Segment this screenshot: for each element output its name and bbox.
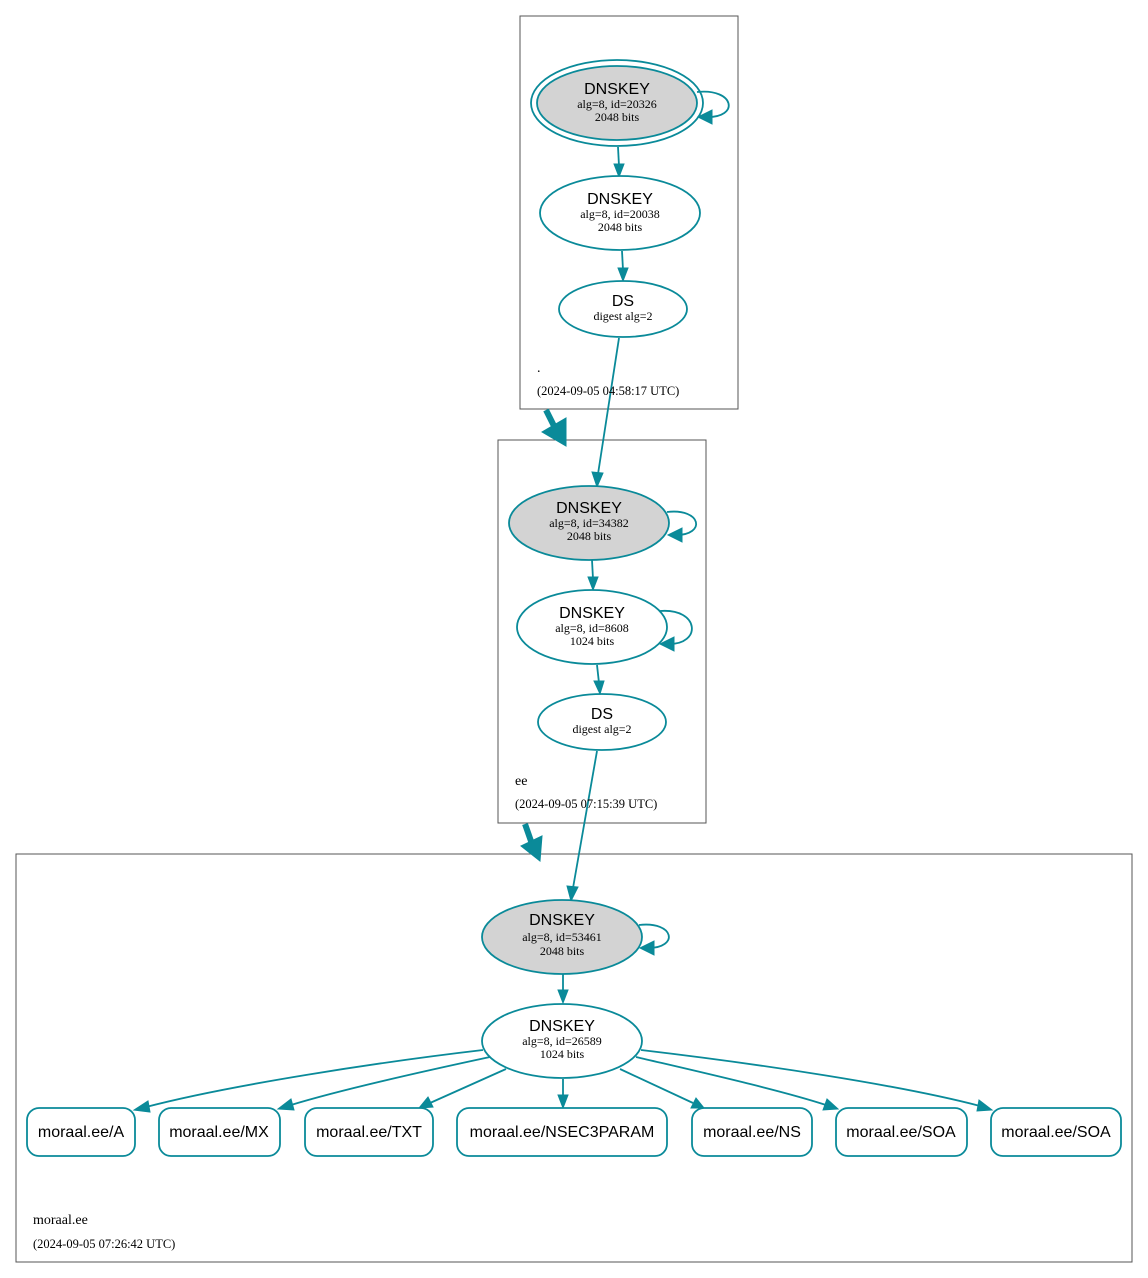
zone-label-moraal: moraal.ee bbox=[33, 1213, 88, 1228]
rrset-label: moraal.ee/NSEC3PARAM bbox=[470, 1124, 655, 1141]
node-root-ksk-line2: 2048 bits bbox=[595, 110, 640, 124]
edge-zsk-to-rr-soa-1 bbox=[635, 1056, 840, 1111]
edge-root-ds-to-ee-ksk bbox=[591, 337, 620, 489]
delegation-arrow-root-to-ee bbox=[541, 408, 567, 447]
node-ee-ds-line1: digest alg=2 bbox=[572, 722, 631, 736]
zone-box-ee bbox=[497, 439, 707, 824]
delegation-arrow-ee-to-moraal bbox=[520, 823, 543, 862]
node-root-ds-line1: digest alg=2 bbox=[593, 309, 652, 323]
node-moraal-zsk-line1: alg=8, id=26589 bbox=[522, 1034, 602, 1048]
node-moraal-zsk-type: DNSKEY bbox=[529, 1018, 595, 1035]
edge-ee-ds-to-moraal-ksk bbox=[566, 750, 598, 903]
rrset-moraal-nsec3param: moraal.ee/NSEC3PARAM bbox=[456, 1107, 668, 1157]
edge-ee-zsk-to-ds bbox=[593, 664, 605, 696]
node-root-ds-shape bbox=[558, 280, 688, 338]
node-ee-zsk-shape bbox=[516, 589, 668, 665]
rrset-label: moraal.ee/SOA bbox=[1001, 1124, 1111, 1141]
edge-ee-ksk-self bbox=[666, 510, 697, 543]
node-ee-ds-shape bbox=[537, 693, 667, 751]
edge-moraal-ksk-self bbox=[638, 923, 670, 956]
node-root-ds: DS digest alg=2 bbox=[558, 280, 688, 338]
edge-moraal-ksk-to-zsk bbox=[557, 974, 569, 1005]
node-moraal-zsk-line2: 1024 bits bbox=[540, 1047, 585, 1061]
rrset-label: moraal.ee/TXT bbox=[316, 1124, 422, 1141]
zone-box-moraal bbox=[15, 853, 1133, 1263]
node-moraal-ksk-line2: 2048 bits bbox=[540, 944, 585, 958]
node-root-ksk-line1: alg=8, id=20326 bbox=[577, 97, 657, 111]
node-ee-ksk-line2: 2048 bits bbox=[567, 529, 612, 543]
node-root-zsk-line2: 2048 bits bbox=[598, 220, 643, 234]
rrset-label: moraal.ee/MX bbox=[169, 1124, 269, 1141]
edge-zsk-to-rr-txt bbox=[417, 1068, 507, 1109]
zone-timestamp-moraal: (2024-09-05 07:26:42 UTC) bbox=[33, 1237, 175, 1251]
node-ee-ksk-shape bbox=[508, 485, 670, 561]
rrset-moraal-txt: moraal.ee/TXT bbox=[304, 1107, 434, 1157]
edge-root-ksk-self bbox=[696, 90, 730, 125]
rrset-moraal-ns: moraal.ee/NS bbox=[691, 1107, 813, 1157]
zone-label-root: . bbox=[537, 361, 541, 376]
node-ee-zsk-line2: 1024 bits bbox=[570, 634, 615, 648]
rrset-moraal-soa-1: moraal.ee/SOA bbox=[835, 1107, 968, 1157]
node-moraal-zsk: DNSKEY alg=8, id=26589 1024 bits bbox=[481, 1003, 643, 1079]
node-ee-zsk-line1: alg=8, id=8608 bbox=[555, 621, 629, 635]
node-ee-zsk: DNSKEY alg=8, id=8608 1024 bits bbox=[516, 589, 668, 665]
rrset-moraal-soa-2: moraal.ee/SOA bbox=[990, 1107, 1122, 1157]
rrset-moraal-mx: moraal.ee/MX bbox=[158, 1107, 281, 1157]
node-moraal-ksk-type: DNSKEY bbox=[529, 912, 595, 929]
node-root-ksk: DNSKEY alg=8, id=20326 2048 bits bbox=[530, 59, 704, 147]
edge-ee-ksk-to-zsk bbox=[587, 559, 599, 592]
zone-label-ee: ee bbox=[515, 774, 527, 789]
zone-box-root bbox=[519, 15, 739, 410]
node-ee-ksk-line1: alg=8, id=34382 bbox=[549, 516, 629, 530]
node-root-zsk-type: DNSKEY bbox=[587, 191, 653, 208]
node-root-zsk-line1: alg=8, id=20038 bbox=[580, 207, 660, 221]
rrset-label: moraal.ee/A bbox=[38, 1124, 125, 1141]
node-ee-ksk-type: DNSKEY bbox=[556, 500, 622, 517]
node-root-ksk-shape bbox=[536, 65, 698, 141]
zone-timestamp-ee: (2024-09-05 07:15:39 UTC) bbox=[515, 797, 657, 811]
node-root-ksk-type: DNSKEY bbox=[584, 81, 650, 98]
node-root-zsk: DNSKEY alg=8, id=20038 2048 bits bbox=[539, 175, 701, 251]
rrset-moraal-a: moraal.ee/A bbox=[26, 1107, 136, 1157]
node-ee-zsk-type: DNSKEY bbox=[559, 605, 625, 622]
node-ee-ds: DS digest alg=2 bbox=[537, 693, 667, 751]
rrset-label: moraal.ee/SOA bbox=[846, 1124, 956, 1141]
node-moraal-ksk: DNSKEY alg=8, id=53461 2048 bits bbox=[481, 899, 643, 975]
node-moraal-ksk-shape bbox=[481, 899, 643, 975]
rrset-label: moraal.ee/NS bbox=[703, 1124, 801, 1141]
zone-timestamp-root: (2024-09-05 04:58:17 UTC) bbox=[537, 384, 679, 398]
node-root-ds-type: DS bbox=[612, 293, 634, 310]
edge-zsk-to-rr-nsec3param bbox=[557, 1079, 569, 1110]
edge-zsk-to-rr-ns bbox=[619, 1068, 706, 1109]
edge-zsk-to-rr-mx bbox=[276, 1056, 491, 1111]
edge-root-ksk-to-zsk bbox=[613, 146, 625, 179]
edge-ee-zsk-self bbox=[658, 610, 693, 652]
node-ee-ds-type: DS bbox=[591, 706, 613, 723]
node-moraal-zsk-shape bbox=[481, 1003, 643, 1079]
node-ee-ksk: DNSKEY alg=8, id=34382 2048 bits bbox=[508, 485, 670, 561]
trust-anchor-outer-ring bbox=[530, 59, 704, 147]
edge-zsk-to-rr-a bbox=[132, 1049, 484, 1113]
edge-zsk-to-rr-soa-2 bbox=[640, 1049, 994, 1112]
node-root-zsk-shape bbox=[539, 175, 701, 251]
node-moraal-ksk-line1: alg=8, id=53461 bbox=[522, 930, 602, 944]
edge-root-zsk-to-ds bbox=[617, 250, 629, 283]
